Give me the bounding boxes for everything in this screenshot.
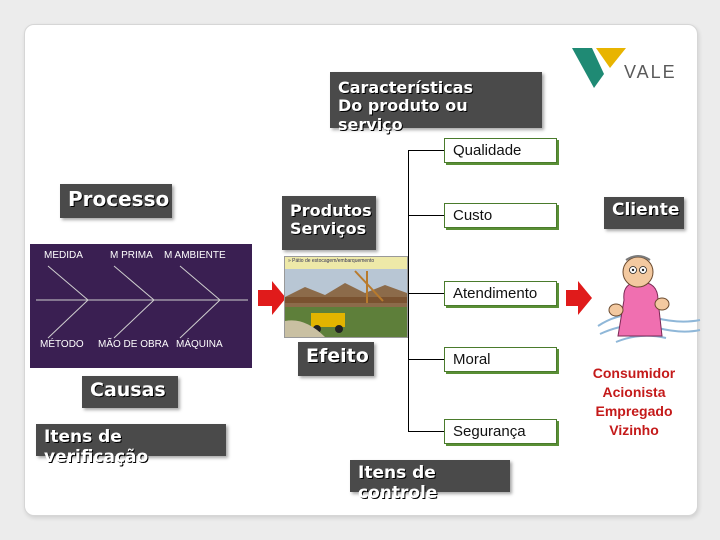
quality-item-label: Atendimento bbox=[453, 285, 538, 302]
port-terminal-image bbox=[285, 257, 407, 337]
vale-logo-icon bbox=[572, 48, 626, 88]
fishbone-label-maquina: MÁQUINA bbox=[176, 339, 223, 350]
effect-label: Efeito bbox=[298, 342, 374, 376]
control-items-label: Itens de controle bbox=[350, 460, 510, 502]
stakeholder-consumidor: Consumidor bbox=[592, 365, 676, 381]
stakeholder-vizinho: Vizinho bbox=[609, 421, 659, 438]
connector-qualidade bbox=[408, 150, 444, 151]
characteristics-label: Características Do produto ou serviço bbox=[330, 72, 542, 133]
products-services-label: Produtos Serviços bbox=[282, 196, 376, 250]
stakeholder-empregado: Empregado bbox=[595, 402, 673, 419]
fishbone-label-metodo: MÉTODO bbox=[40, 339, 84, 350]
quality-item-qualidade: Qualidade bbox=[444, 138, 557, 163]
fishbone-label-mambiente: M AMBIENTE bbox=[164, 250, 226, 261]
connector-atendimento bbox=[408, 293, 444, 294]
vale-logo: VALE bbox=[570, 44, 685, 90]
stakeholders-list: Consumidor Acionista Empregado Vizinho bbox=[582, 364, 686, 440]
client-figure-icon bbox=[597, 255, 701, 343]
quality-item-label: Segurança bbox=[453, 423, 526, 440]
arrow-right-icon bbox=[566, 281, 592, 315]
arrow-right-icon bbox=[258, 281, 286, 315]
fishbone-label-maodeobra: MÃO DE OBRA bbox=[98, 339, 169, 350]
quality-item-custo: Custo bbox=[444, 203, 557, 228]
connector-custo bbox=[408, 215, 444, 216]
client-label: Cliente bbox=[604, 197, 684, 229]
connector-seguranca bbox=[408, 431, 444, 432]
causes-label: Causas bbox=[82, 376, 178, 408]
quality-item-atendimento: Atendimento bbox=[444, 281, 557, 306]
quality-item-seguranca: Segurança bbox=[444, 419, 557, 444]
quality-item-label: Custo bbox=[453, 207, 493, 224]
product-photo-caption: » Pátio de estocagem/embarquemento bbox=[288, 258, 375, 264]
fishbone-label-mprima: M PRIMA bbox=[110, 250, 153, 261]
quality-item-label: Qualidade bbox=[453, 142, 522, 159]
characteristics-line2: Do produto ou serviço bbox=[338, 96, 468, 134]
fishbone-diagram: MEDIDA M PRIMA M AMBIENTE MÉTODO MÃO DE … bbox=[30, 244, 252, 368]
vale-logo-text: VALE bbox=[624, 62, 677, 82]
process-label: Processo bbox=[60, 184, 172, 218]
connector-moral bbox=[408, 359, 444, 360]
quality-item-label: Moral bbox=[453, 351, 491, 368]
product-photo: » Pátio de estocagem/embarquemento bbox=[284, 256, 408, 338]
characteristics-line1: Características bbox=[338, 78, 474, 97]
stakeholder-acionista: Acionista bbox=[602, 383, 666, 400]
products-label: Produtos bbox=[290, 201, 372, 220]
fishbone-label-medida: MEDIDA bbox=[44, 250, 83, 261]
verification-items-label: Itens de verificação bbox=[36, 424, 226, 466]
fishbone-lines bbox=[36, 265, 248, 339]
quality-item-moral: Moral bbox=[444, 347, 557, 372]
connector-vertical bbox=[408, 150, 409, 432]
services-label: Serviços bbox=[290, 219, 367, 239]
